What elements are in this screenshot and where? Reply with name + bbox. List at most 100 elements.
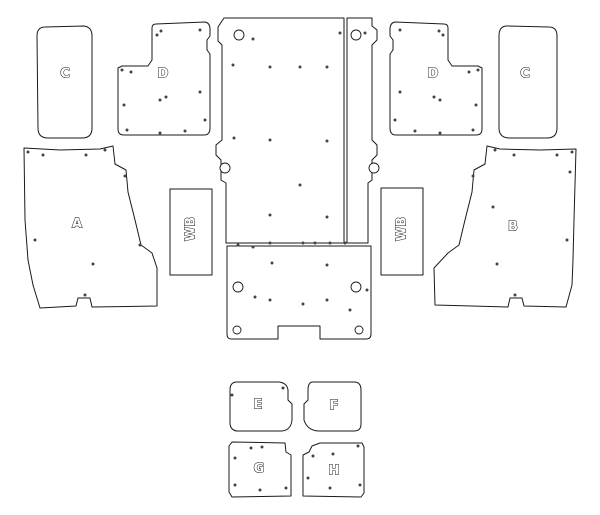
label-wb-left: WB (184, 217, 199, 241)
piece-main-floor-right (346, 17, 378, 244)
mounting-hole (251, 245, 255, 249)
mounting-hole (491, 205, 495, 209)
mounting-hole (325, 139, 329, 143)
mounting-hole (306, 476, 310, 480)
piece-rear-floor (226, 245, 372, 340)
piece-main-floor-left (215, 17, 345, 244)
mounting-hole (398, 28, 402, 32)
mounting-hole (233, 483, 237, 487)
mounting-hole (251, 37, 255, 41)
piece-a: A (23, 145, 158, 309)
mounting-hole (84, 153, 88, 157)
mounting-hole (138, 243, 142, 247)
cutout-hole (350, 281, 362, 293)
cutout-hole (233, 29, 245, 41)
mounting-hole (232, 136, 236, 140)
mounting-hole (268, 241, 272, 245)
mounting-hole (363, 31, 367, 35)
label-g: G (254, 462, 265, 477)
mounting-hole (471, 174, 475, 178)
mounting-hole (230, 393, 234, 397)
cutout-hole (232, 281, 244, 293)
mounting-hole (393, 118, 397, 122)
mounting-hole (471, 128, 475, 132)
mounting-hole (158, 98, 162, 102)
piece-e: E (229, 381, 293, 432)
label-c-right: C (520, 67, 530, 82)
label-h: H (329, 464, 340, 479)
piece-h: H (302, 442, 365, 498)
mounting-hole (438, 98, 442, 102)
mounting-hole (298, 183, 302, 187)
mounting-hole (270, 261, 274, 265)
mounting-hole (441, 33, 445, 37)
mounting-hole (122, 103, 126, 107)
mounting-hole (413, 129, 417, 133)
label-a: A (72, 217, 82, 232)
mounting-hole (301, 302, 305, 306)
mounting-hole (91, 262, 95, 266)
mounting-hole (41, 153, 45, 157)
label-e: E (254, 398, 263, 413)
mounting-hole (203, 118, 207, 122)
piece-b: B (433, 145, 577, 308)
mounting-hole (495, 262, 499, 266)
mounting-hole (159, 29, 163, 33)
mounting-hole (231, 63, 235, 67)
mounting-hole (467, 70, 471, 74)
mounting-hole (338, 31, 342, 35)
mounting-hole (358, 483, 362, 487)
mounting-hole (236, 243, 240, 247)
piece-c-right: C (498, 25, 558, 139)
mounting-hole (198, 28, 202, 32)
mounting-hole (512, 153, 516, 157)
mounting-hole (311, 454, 315, 458)
mounting-hole (260, 445, 264, 449)
label-b: B (508, 220, 518, 235)
mounting-hole (365, 288, 369, 292)
piece-c-left: C (36, 25, 93, 139)
mounting-hole (328, 486, 332, 490)
mounting-holes (26, 28, 574, 492)
mounting-hole (253, 295, 257, 299)
mounting-hole (474, 103, 478, 107)
mounting-hole (164, 95, 168, 99)
mounting-hole (258, 488, 262, 492)
mounting-hole (348, 308, 352, 312)
mounting-hole (331, 452, 335, 456)
mounting-hole (125, 128, 129, 132)
mounting-hole (438, 131, 442, 135)
mounting-hole (123, 174, 127, 178)
cutout-hole (354, 325, 364, 335)
mounting-hole (555, 153, 559, 157)
mounting-hole (301, 241, 305, 245)
mounting-hole (268, 138, 272, 142)
label-d-right: D (428, 67, 439, 82)
mounting-hole (565, 238, 569, 242)
cutout-hole (368, 162, 380, 174)
mounting-hole (249, 446, 253, 450)
mounting-hole (568, 170, 572, 174)
mounting-hole (284, 486, 288, 490)
mounting-hole (476, 68, 480, 72)
cutout-hole (350, 29, 362, 41)
mounting-hole (129, 70, 133, 74)
mounting-hole (155, 33, 159, 37)
mounting-hole (513, 293, 517, 297)
piece-wb-left: WB (169, 188, 213, 276)
mounting-hole (325, 298, 329, 302)
mounting-hole (343, 241, 347, 245)
mounting-hole (437, 29, 441, 33)
mounting-hole (233, 456, 237, 460)
cutout-hole (232, 325, 242, 335)
mounting-hole (158, 131, 162, 135)
label-d-left: D (158, 67, 169, 82)
mounting-hole (83, 293, 87, 297)
cutout-hole (219, 162, 231, 174)
mounting-hole (325, 263, 329, 267)
mounting-hole (26, 150, 30, 154)
mounting-hole (356, 444, 360, 448)
mounting-hole (325, 65, 329, 69)
piece-d-right: D (389, 21, 483, 136)
